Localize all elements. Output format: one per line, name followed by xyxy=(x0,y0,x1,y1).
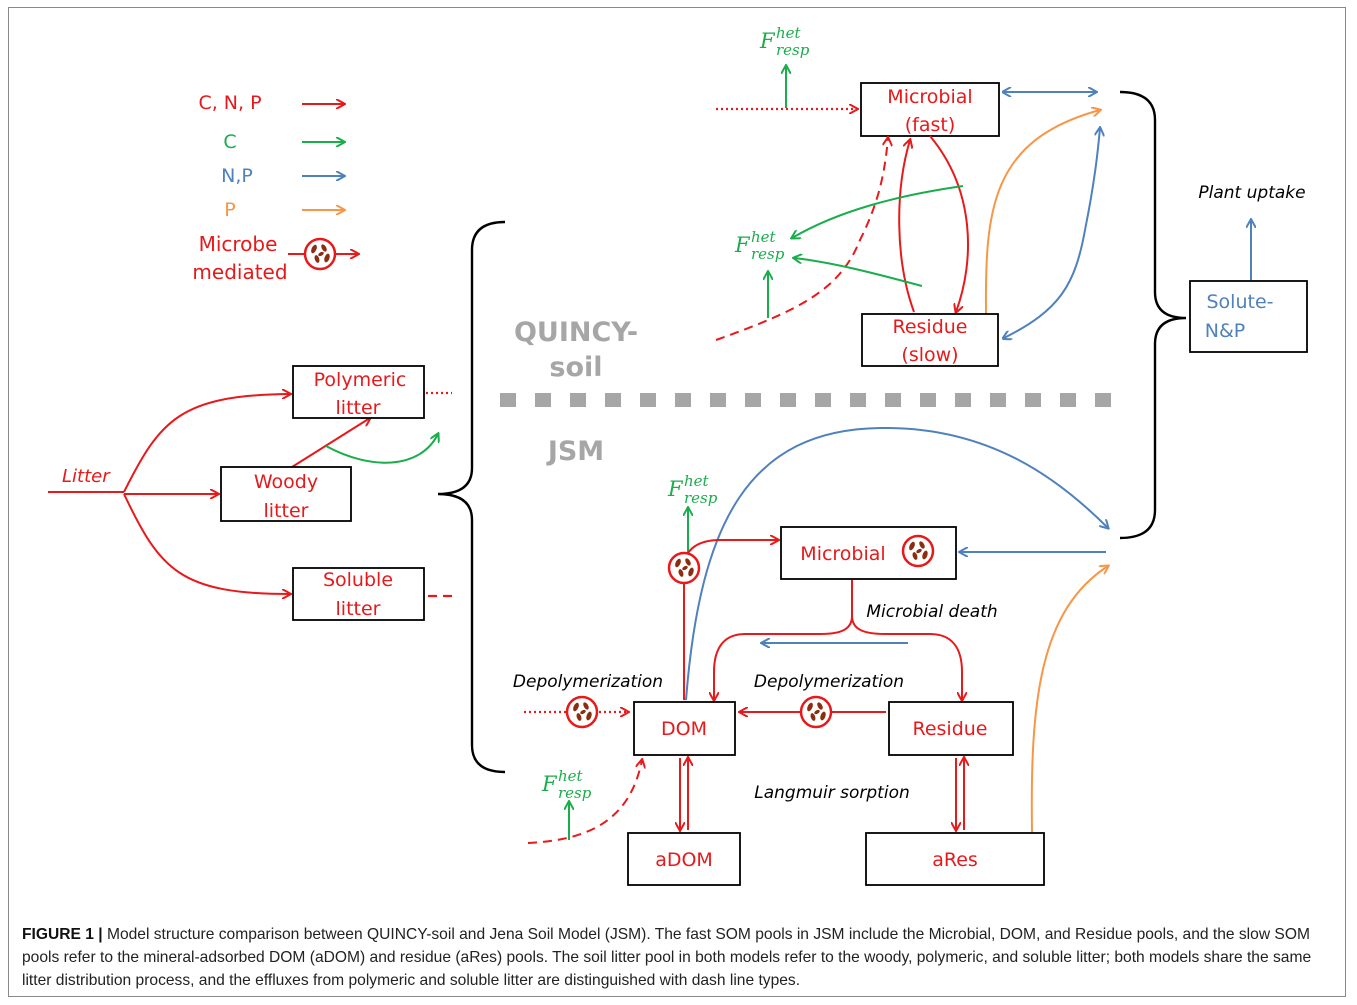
adom-box: aDOM xyxy=(627,832,741,886)
legend: C, N, P C N,P P Microbe mediated xyxy=(192,92,358,284)
jsm-residue-label: Residue xyxy=(912,718,987,740)
jsm-residue-box: Residue xyxy=(888,701,1014,756)
flux-top-sub: resp xyxy=(776,41,810,59)
dom-uptake-microbe-icon xyxy=(667,551,701,585)
depolymerization-right-label: Depolymerization xyxy=(754,672,904,692)
flux-dom-base: F xyxy=(667,477,684,501)
solute-np-label-1: Solute- xyxy=(1206,291,1273,313)
legend-c-label: C xyxy=(223,131,236,153)
dom-np-to-solute-arrow xyxy=(685,426,1108,701)
flux-top-sup: het xyxy=(776,24,802,42)
woody-litter-label-2: litter xyxy=(264,500,309,522)
quincy-microbial-box: Microbial (fast) xyxy=(860,82,1000,137)
quincy-residue-respiration-arrow xyxy=(794,258,923,287)
flux-top-base: F xyxy=(759,29,776,53)
ares-p-to-solute-arrow xyxy=(1030,566,1108,833)
residue-depolymerization-microbe-icon xyxy=(799,695,833,729)
quincy-residue-box: Residue (slow) xyxy=(861,313,999,367)
woody-litter-box: Woody litter xyxy=(220,466,352,522)
soluble-litter-label-1: Soluble xyxy=(323,569,393,591)
microbial-death-to-residue-arrow xyxy=(851,615,962,700)
quincy-microbial-label-1: Microbial xyxy=(887,86,972,108)
quincy-residue-np-exchange xyxy=(1004,128,1100,338)
quincy-soil-label-2: soil xyxy=(549,352,602,383)
soluble-to-dom-dashed xyxy=(527,760,642,844)
polymeric-litter-label-2: litter xyxy=(336,397,381,419)
quincy-microbial-to-residue-arrow xyxy=(929,135,969,312)
right-brace xyxy=(1119,90,1187,540)
ares-box: aRes xyxy=(865,832,1045,886)
polymeric-depolymerization-microbe-icon xyxy=(565,695,599,729)
woody-respiration-arrow xyxy=(325,434,438,464)
jsm-microbial-label: Microbial xyxy=(800,543,885,565)
flux-bottom-sup: het xyxy=(558,767,584,785)
quincy-residue-label-1: Residue xyxy=(892,316,967,338)
quincy-residue-p-to-solute-arrow xyxy=(984,110,1100,317)
litter-input-label: Litter xyxy=(62,466,111,487)
soluble-litter-box: Soluble litter xyxy=(292,567,425,621)
ares-label: aRes xyxy=(932,849,978,871)
adom-label: aDOM xyxy=(655,849,713,871)
left-brace xyxy=(437,220,506,774)
flux-bottom-sub: resp xyxy=(558,784,592,802)
polymeric-litter-box: Polymeric litter xyxy=(292,365,425,419)
quincy-residue-label-2: (slow) xyxy=(901,344,958,366)
flux-dom: F het resp xyxy=(667,472,718,507)
legend-microbe-label-1: Microbe xyxy=(199,232,278,256)
flux-mid-sub: resp xyxy=(751,245,785,263)
woody-litter-label-1: Woody xyxy=(254,471,318,493)
legend-np-label: N,P xyxy=(221,165,253,187)
jsm-microbial-microbe-icon xyxy=(901,534,935,568)
quincy-residue-to-microbial-arrow xyxy=(898,140,915,313)
dom-label: DOM xyxy=(661,718,707,740)
flux-mid-base: F xyxy=(734,233,751,257)
figure-frame xyxy=(8,7,1346,997)
quincy-soil-label-1: QUINCY- xyxy=(514,317,638,348)
caption-text: Model structure comparison between QUINC… xyxy=(22,926,1312,989)
plant-uptake-label: Plant uptake xyxy=(1198,183,1305,203)
caption-label: FIGURE 1 | xyxy=(22,926,103,943)
langmuir-sorption-label: Langmuir sorption xyxy=(754,783,910,803)
woody-to-polymeric-arrow xyxy=(291,418,370,468)
litter-to-soluble-arrow xyxy=(123,493,290,594)
jsm-microbial-box: Microbial xyxy=(780,526,957,580)
depolymerization-left-label: Depolymerization xyxy=(513,672,663,692)
soluble-to-quincy-microbial-dashed xyxy=(715,138,888,341)
solute-np-box: Solute- N&P xyxy=(1189,280,1308,353)
litter-to-polymeric-arrow xyxy=(123,394,290,493)
legend-cnp-label: C, N, P xyxy=(198,92,261,114)
flux-bottom: F het resp xyxy=(541,767,592,802)
quincy-microbial-label-2: (fast) xyxy=(905,114,956,136)
legend-microbe-label-2: mediated xyxy=(192,260,287,284)
microbial-death-to-dom-arrow xyxy=(714,580,853,700)
flux-mid-sup: het xyxy=(751,228,777,246)
flux-mid: F het resp xyxy=(734,228,785,263)
soluble-litter-label-2: litter xyxy=(336,598,381,620)
dom-box: DOM xyxy=(633,701,736,756)
polymeric-litter-label-1: Polymeric xyxy=(314,369,407,391)
flux-dom-sup: het xyxy=(684,472,710,490)
flux-bottom-base: F xyxy=(541,772,558,796)
jsm-label: JSM xyxy=(546,436,604,467)
flux-top: F het resp xyxy=(759,24,810,59)
solute-np-label-2: N&P xyxy=(1205,320,1246,342)
flux-dom-sub: resp xyxy=(684,489,718,507)
quincy-microbial-respiration-arrow xyxy=(792,185,964,238)
model-structure-diagram: C, N, P C N,P P Microbe mediated QUINCY-… xyxy=(48,24,1308,886)
figure-caption: FIGURE 1 | Model structure comparison be… xyxy=(22,923,1337,992)
legend-microbe-icon xyxy=(303,237,337,271)
microbial-death-label: Microbial death xyxy=(866,602,997,622)
legend-p-label: P xyxy=(224,199,235,221)
